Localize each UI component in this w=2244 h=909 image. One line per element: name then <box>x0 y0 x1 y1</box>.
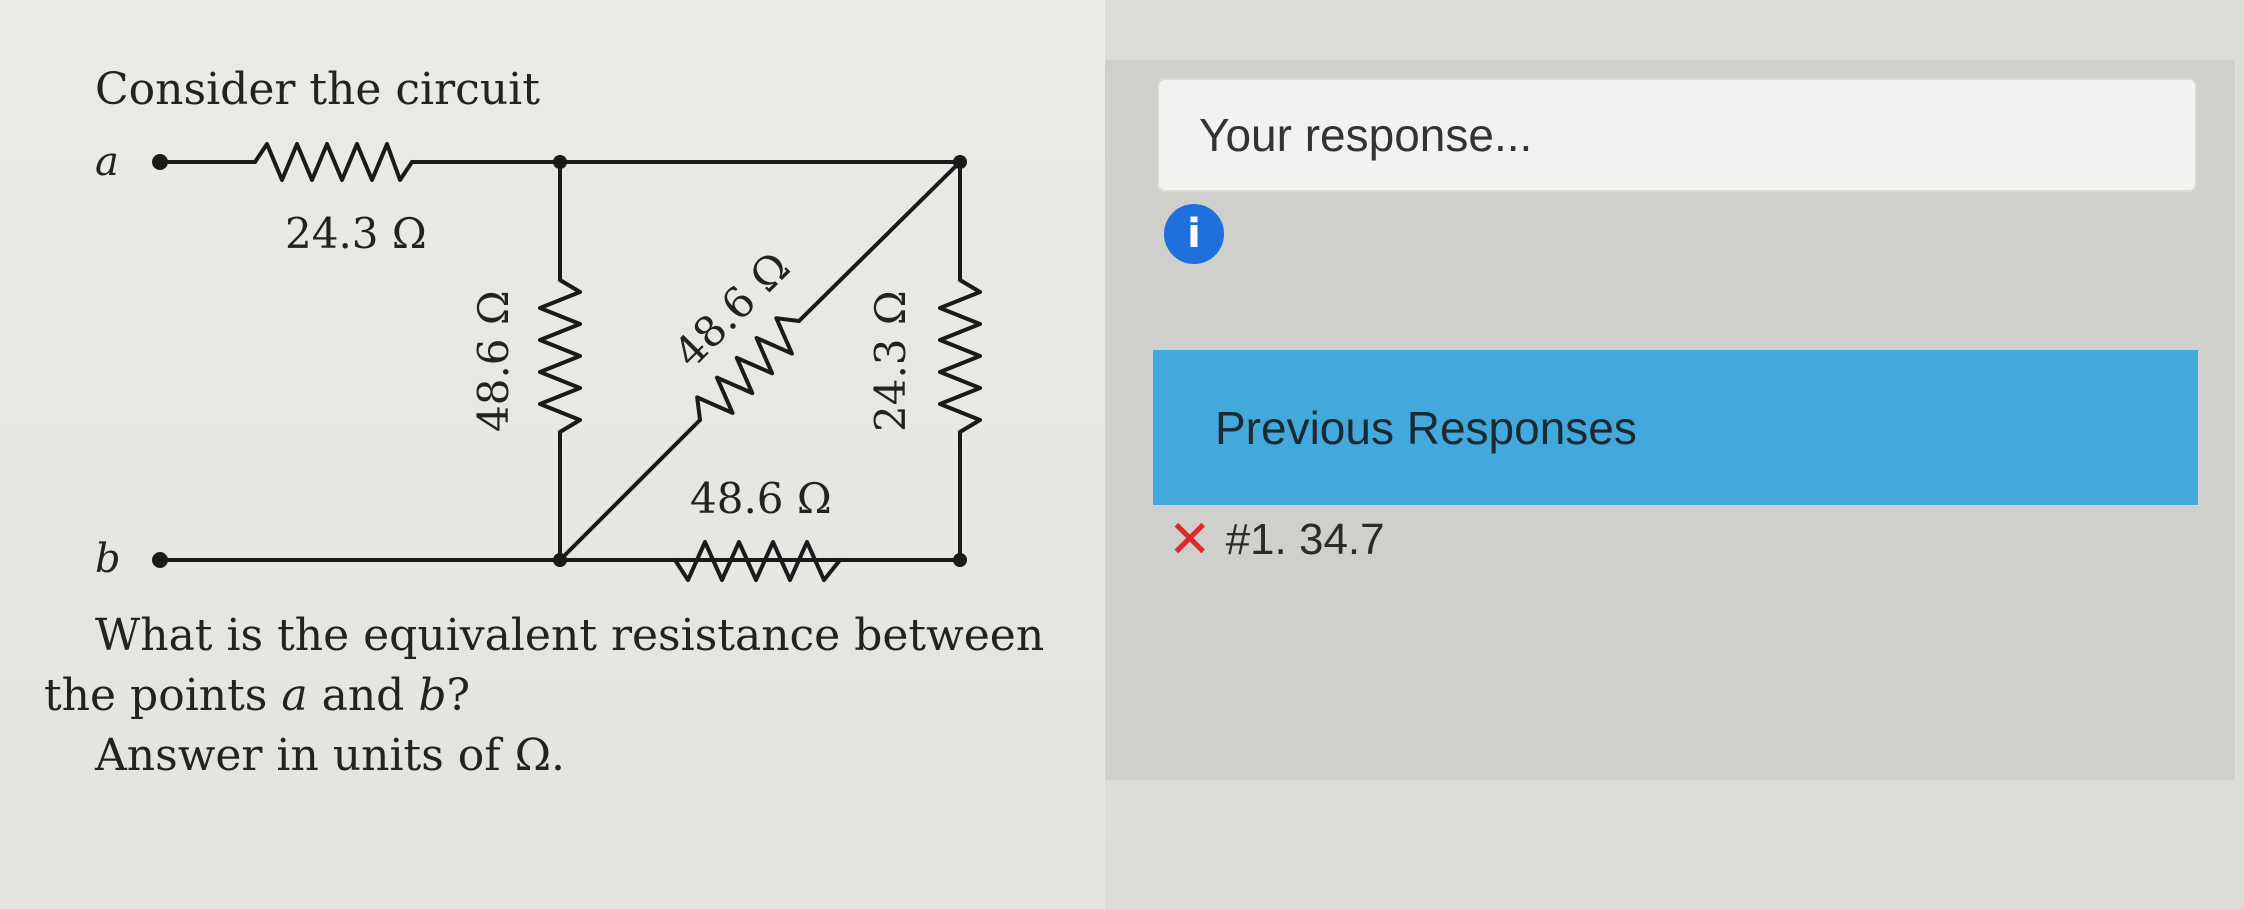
question-point-a: a <box>281 670 308 721</box>
question-line-1: What is the equivalent resistance betwee… <box>95 610 1045 661</box>
question-card: Consider the circuit <box>0 0 1105 909</box>
resistor-bottom <box>673 540 842 582</box>
resistor-diagonal <box>695 316 801 422</box>
label-node-b: b <box>95 536 121 582</box>
node-top-right-dot <box>953 155 967 169</box>
terminal-a-dot <box>152 154 168 170</box>
label-r-diagonal: 48.6 Ω <box>664 242 799 377</box>
question-line-2: the points a and b? <box>44 670 470 721</box>
label-node-a: a <box>95 139 119 185</box>
question-line-3: Answer in units of Ω. <box>95 730 566 781</box>
previous-responses-label: Previous Responses <box>1215 401 1637 454</box>
resistor-left-vertical <box>538 278 582 434</box>
node-bottom-left-dot <box>553 553 567 567</box>
question-intro: Consider the circuit <box>95 64 540 115</box>
node-top-left-dot <box>553 155 567 169</box>
question-line-2-mid: and <box>321 670 405 721</box>
label-r-left-vertical: 48.6 Ω <box>469 290 518 432</box>
resistor-right-vertical <box>938 278 982 434</box>
label-r-right-vertical: 24.3 Ω <box>866 290 915 432</box>
question-line-2-pre: the points <box>44 670 268 721</box>
circuit-diagram: a b 24.3 Ω 48.6 Ω 48.6 Ω 48.6 Ω 24.3 Ω <box>95 139 982 582</box>
previous-responses-header[interactable]: Previous Responses <box>1153 350 2198 505</box>
previous-response-entry: ✕ #1. 34.7 <box>1168 510 1385 570</box>
info-icon[interactable]: i <box>1164 204 1224 264</box>
node-bottom-right-dot <box>953 553 967 567</box>
question-point-b: b <box>418 670 447 721</box>
question-line-2-post: ? <box>446 670 471 721</box>
label-r-bottom: 48.6 Ω <box>690 474 832 523</box>
response-input[interactable] <box>1157 78 2197 192</box>
wire-diagonal-upper <box>797 160 962 323</box>
label-r-top: 24.3 Ω <box>285 209 427 258</box>
terminal-b-dot <box>152 552 168 568</box>
incorrect-x-icon: ✕ <box>1168 510 1212 570</box>
resistor-top <box>253 142 414 182</box>
wire-diagonal-lower <box>558 418 702 562</box>
previous-response-value: #1. 34.7 <box>1225 515 1385 564</box>
